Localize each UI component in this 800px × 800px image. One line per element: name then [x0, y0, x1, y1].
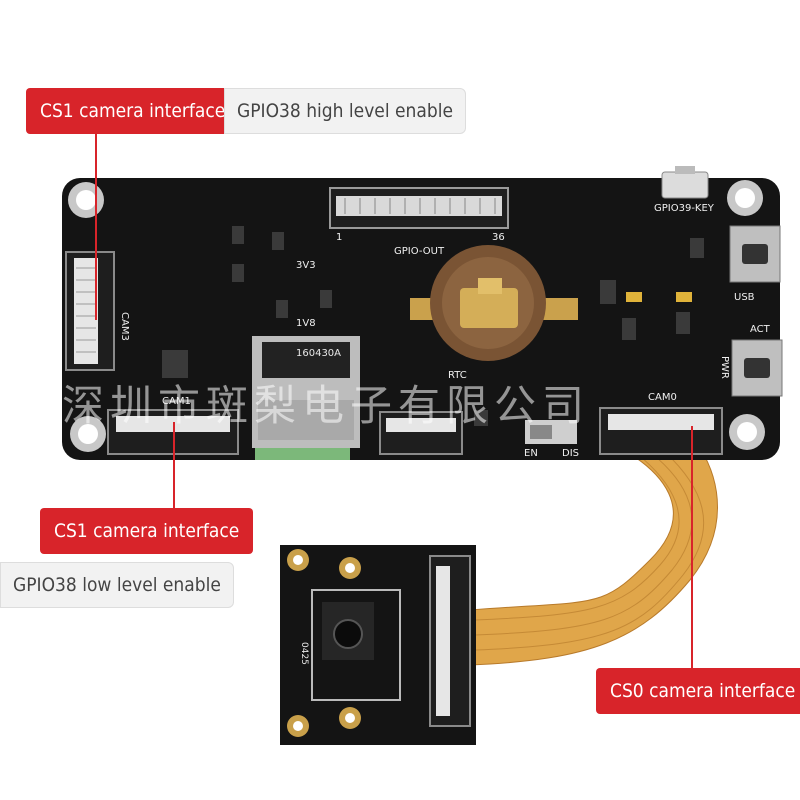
en-dis-switch [525, 420, 577, 444]
cs1-bottom-callout: CS1 camera interface [40, 508, 254, 554]
gpio39-key-button [661, 171, 709, 199]
pin-1-label: 1 [336, 232, 342, 243]
usb-label: USB [734, 292, 755, 303]
smd-components [162, 226, 704, 426]
callout-lines [95, 132, 693, 668]
1v8-label: 1V8 [296, 318, 316, 329]
rtc-battery-holder [410, 245, 578, 361]
company-watermark: 深圳市斑梨电子有限公司 [62, 381, 591, 430]
pwr-port [731, 339, 783, 397]
flex-cable [469, 447, 718, 666]
lens [333, 619, 363, 649]
act-label: ACT [750, 324, 771, 335]
usb-port [729, 225, 781, 283]
cs1-top-callout: CS1 camera interface [26, 88, 240, 134]
en-label: EN [524, 448, 538, 459]
gpio39-key-label: GPIO39-KEY [654, 203, 715, 214]
sd-card-code: 160430A [296, 348, 341, 359]
3v3-label: 3V3 [296, 260, 316, 271]
mounting-holes [68, 180, 765, 452]
cam0-label: CAM0 [648, 392, 677, 403]
gpio38-high-callout: GPIO38 high level enable [224, 88, 466, 134]
camera-module [280, 545, 476, 745]
cam1-label: CAM1 [162, 396, 191, 407]
cam1-connector [107, 409, 239, 455]
board-edge [255, 448, 350, 460]
tantalum-capacitors [626, 292, 692, 302]
sd-card-slot [252, 336, 360, 448]
gpio-out-label: GPIO-OUT [394, 246, 445, 257]
pwr-label: PWR [719, 356, 730, 379]
flex-cable-traces [474, 451, 705, 651]
pin-36-label: 36 [492, 232, 505, 243]
cam0-connector [599, 407, 723, 455]
gpio38-low-callout: GPIO38 low level enable [0, 562, 234, 608]
cam3-label: CAM3 [119, 312, 130, 341]
module-code: 0425 [299, 642, 309, 665]
dis-label: DIS [562, 448, 579, 459]
rtc-label: RTC [448, 370, 467, 381]
cs0-callout: CS0 camera interface [596, 668, 800, 714]
middle-connector [379, 411, 463, 455]
